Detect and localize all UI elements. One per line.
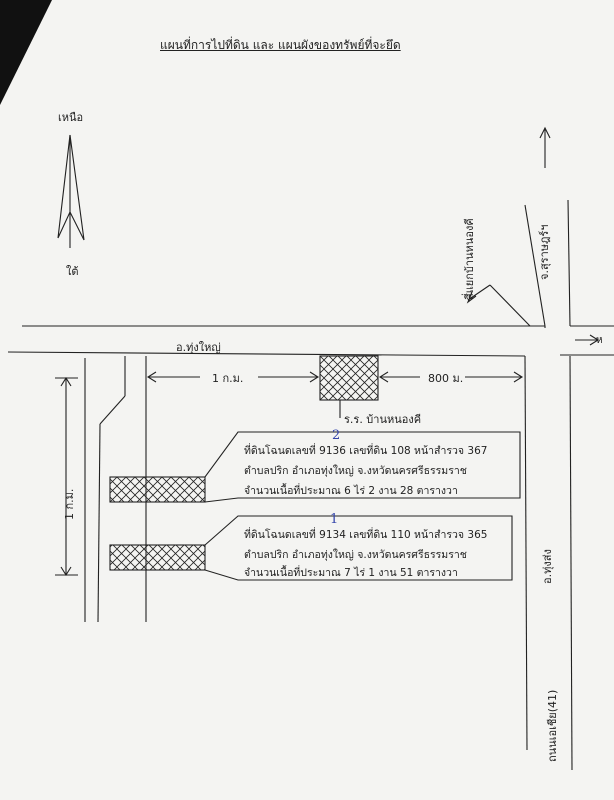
plot-2-line-1: ที่ดินโฉนดเลขที่ 9136 เลขที่ดิน 108 หน้า… [244, 445, 488, 457]
top-road-label: อ.ทุ่งใหญ่ [176, 341, 221, 354]
plot-2-hatched [109, 476, 206, 503]
compass-north-label: เหนือ [58, 111, 84, 124]
road-lower-edge [7, 351, 526, 357]
bottom-road-label: ถนนเอเชีย(41) [546, 689, 559, 762]
north-arrow-icon [57, 134, 85, 248]
right-long-road-left [524, 355, 528, 751]
scan-corner-shadow [0, 0, 52, 105]
plot-1-hatched [109, 544, 206, 571]
right-long-road-right [569, 355, 573, 771]
east-road-label: ห [596, 335, 603, 346]
right-road-edge [567, 199, 571, 327]
plot-1-line-3: จำนวนเนื้อที่ประมาณ 7 ไร่ 1 งาน 51 ตาราง… [244, 567, 458, 579]
junction-branch [467, 284, 491, 301]
junction-road-label: สี่แยกบ้านหนองคี [463, 218, 476, 300]
plot-2-callout [110, 431, 521, 503]
plot-2-line-3: จำนวนเนื้อที่ประมาณ 6 ไร่ 2 งาน 28 ตาราง… [244, 485, 458, 497]
distance-1km-vertical: 1 ก.ม. [63, 488, 76, 520]
plot-2-number-mark: 2 [332, 428, 341, 443]
distance-800m: 800 ม. [428, 372, 464, 385]
distance-1km-horizontal: 1 ก.ม. [212, 372, 244, 385]
school-block [319, 355, 379, 401]
right-road-label: จ.สุราษฎร์ฯ [538, 224, 551, 280]
school-label: ร.ร. บ้านหนองคี [344, 413, 422, 426]
side-road-label: อ.ทุ่งส่ง [541, 549, 554, 584]
plot-1-line-2: ตำบลปริก อำเภอทุ่งใหญ่ จ.งหวัดนครศรีธรรม… [244, 549, 467, 561]
plot-1-callout [110, 515, 513, 581]
plot-1-number-mark: 1 [330, 512, 339, 527]
plot-1-line-1: ที่ดินโฉนดเลขที่ 9134 เลขที่ดิน 110 หน้า… [244, 529, 488, 541]
map-title: แผนที่การไปที่ดิน และ แผนผังของทรัพย์ที่… [160, 38, 401, 52]
compass-south-label: ใต้ [66, 265, 79, 278]
junction-road-left [524, 204, 546, 327]
plot-2-line-2: ตำบลปริก อำเภอทุ่งใหญ่ จ.งหวัดนครศรีธรรม… [244, 465, 467, 477]
